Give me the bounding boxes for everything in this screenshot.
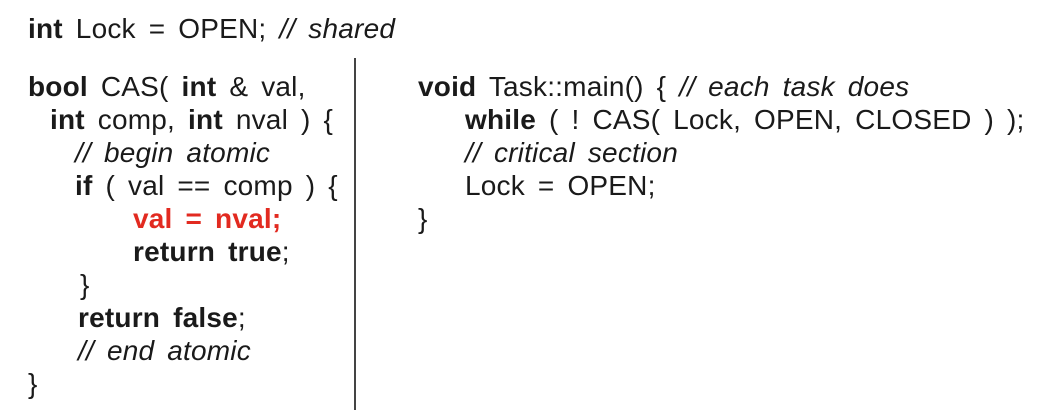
code-text: Lock = OPEN; <box>465 170 656 201</box>
code-text: & val, <box>216 71 306 102</box>
code-line: // critical section <box>418 136 1024 169</box>
code-line: void Task::main() { // each task does <box>418 70 1024 103</box>
code-line: } <box>28 367 338 400</box>
code-line-highlighted: val = nval; <box>28 202 338 235</box>
code-line: bool CAS( int & val, <box>28 70 338 103</box>
code-line: while ( ! CAS( Lock, OPEN, CLOSED ) ); <box>418 103 1024 136</box>
comment-text: // begin atomic <box>75 137 271 168</box>
keyword: return false <box>78 302 238 333</box>
code-text: ; <box>237 302 246 333</box>
code-line: Lock = OPEN; <box>418 169 1024 202</box>
code-line: return false; <box>28 301 338 334</box>
keyword: int <box>50 104 85 135</box>
keyword: if <box>75 170 93 201</box>
highlighted-statement: val = nval; <box>133 203 282 234</box>
code-text: } <box>418 203 428 234</box>
code-text: Task::main() { <box>476 71 680 102</box>
keyword: void <box>418 71 477 102</box>
keyword: while <box>465 104 537 135</box>
column-divider <box>354 58 356 410</box>
code-text: nval ) { <box>222 104 334 135</box>
keyword: return true <box>133 236 282 267</box>
code-text: Lock = OPEN; <box>62 13 280 44</box>
task-main-block: void Task::main() { // each task does wh… <box>418 70 1024 235</box>
code-line: } <box>28 268 338 301</box>
code-text: ; <box>281 236 290 267</box>
code-line: // end atomic <box>28 334 338 367</box>
comment-text: // end atomic <box>78 335 251 366</box>
code-text: ( val == comp ) { <box>92 170 338 201</box>
keyword: int <box>28 13 63 44</box>
code-text: } <box>80 269 90 300</box>
shared-declaration-line: int Lock = OPEN; // shared <box>28 12 395 45</box>
code-text: comp, <box>84 104 189 135</box>
code-text: CAS( <box>87 71 182 102</box>
code-line: int comp, int nval ) { <box>28 103 338 136</box>
code-line: return true; <box>28 235 338 268</box>
comment-text: // each task does <box>679 71 910 102</box>
code-text: } <box>28 368 38 399</box>
code-line: if ( val == comp ) { <box>28 169 338 202</box>
comment-text: // shared <box>279 13 396 44</box>
code-line: } <box>418 202 1024 235</box>
code-text: ( ! CAS( Lock, OPEN, CLOSED ) ); <box>536 104 1025 135</box>
keyword: int <box>188 104 223 135</box>
keyword: bool <box>28 71 88 102</box>
keyword: int <box>181 71 217 102</box>
cas-function-block: bool CAS( int & val, int comp, int nval … <box>28 70 338 400</box>
comment-text: // critical section <box>465 137 678 168</box>
code-line: // begin atomic <box>28 136 338 169</box>
